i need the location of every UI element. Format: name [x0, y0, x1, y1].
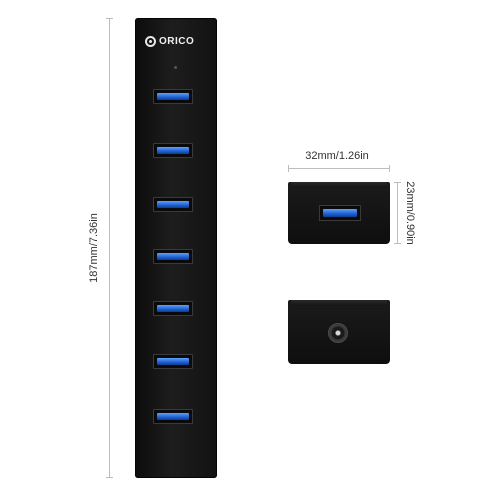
height-dimension-tick-top	[394, 182, 401, 183]
orico-ring-icon	[145, 35, 156, 47]
width-dimension-tick-right	[389, 165, 390, 172]
power-led-indicator	[174, 66, 177, 69]
brand-logo: ORICO	[145, 34, 209, 48]
usb-port-5	[153, 301, 193, 316]
usb-port-6	[153, 354, 193, 369]
height-dimension-line	[397, 182, 398, 244]
height-dimension-label: 23mm/0.90in	[404, 181, 416, 245]
height-dimension-tick-bottom	[394, 243, 401, 244]
usb-port-4	[153, 249, 193, 264]
length-dimension-line	[109, 18, 110, 478]
usb-port-3	[153, 197, 193, 212]
width-dimension-line	[288, 168, 390, 169]
length-dimension-label: 187mm/7.36in	[88, 213, 100, 283]
width-dimension-tick-left	[288, 165, 289, 172]
dc-power-jack-icon	[328, 323, 348, 343]
end-view-usb-port	[319, 205, 361, 221]
length-dimension-tick-bottom	[106, 477, 113, 478]
usb-port-2	[153, 143, 193, 158]
brand-logo-text: ORICO	[159, 35, 195, 47]
usb-port-7	[153, 409, 193, 424]
width-dimension-label: 32mm/1.26in	[305, 150, 369, 162]
length-dimension-tick-top	[106, 18, 113, 19]
usb-port-1	[153, 89, 193, 104]
